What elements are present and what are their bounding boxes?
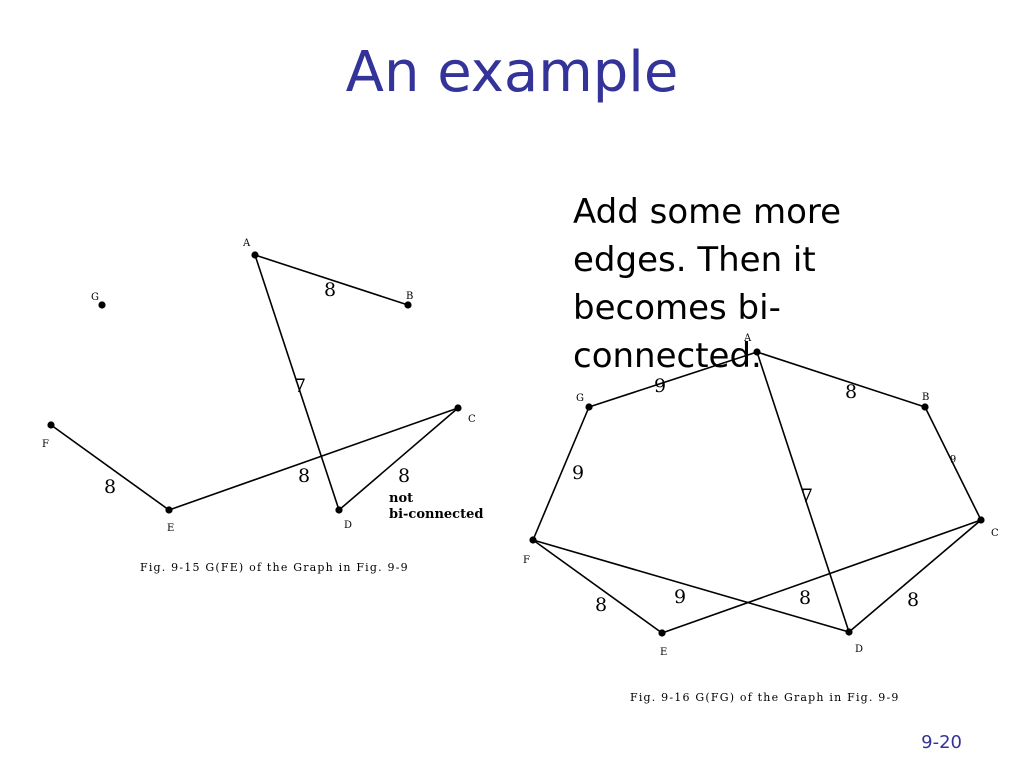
right-edge-f-e <box>532 539 663 634</box>
right-node-c <box>977 516 985 524</box>
right-weight-b-c: 9 <box>950 455 956 466</box>
left-weight-c-d: 8 <box>398 465 410 487</box>
right-node-a <box>753 348 761 356</box>
left-node-f <box>47 421 55 429</box>
right-node-b <box>921 403 929 411</box>
left-nodes: A B G C F E D <box>42 238 476 534</box>
left-note-line1: not <box>389 491 413 506</box>
right-edge-e-c <box>661 519 982 634</box>
left-edge-e-c <box>168 407 459 511</box>
left-node-e <box>165 506 173 514</box>
right-node-label-b: B <box>922 392 929 403</box>
right-edges: 9 8 9 9 7 8 9 8 8 <box>532 351 982 634</box>
right-edge-c-d <box>848 519 982 633</box>
left-node-d <box>335 506 343 514</box>
right-weight-a-d: 7 <box>801 485 813 507</box>
right-weight-g-a: 9 <box>654 375 666 397</box>
right-node-label-d: D <box>855 644 863 655</box>
right-node-d <box>845 628 853 636</box>
figure-left: 8 7 8 8 8 A B G C F E D not bi-connected Fig. 9-15… <box>42 238 483 574</box>
left-node-label-g: G <box>91 292 99 303</box>
slide-description: Add some more edges. Then it becomes bi-… <box>573 192 842 376</box>
left-weight-a-b: 8 <box>324 279 336 301</box>
right-weight-e-c: 8 <box>799 587 811 609</box>
right-nodes: A B G C F E D <box>523 333 999 658</box>
right-caption: Fig. 9-16 G(FG) of the Graph in Fig. 9-9 <box>630 691 900 704</box>
left-node-label-e: E <box>167 523 174 534</box>
left-edge-c-d <box>338 407 459 511</box>
left-edge-a-d <box>254 254 340 511</box>
right-weight-g-f: 9 <box>572 462 584 484</box>
left-note-line2: bi-connected <box>389 507 483 522</box>
right-edge-f-d <box>532 539 850 633</box>
left-edge-a-b <box>254 254 409 306</box>
left-node-label-d: D <box>344 520 352 531</box>
left-weight-a-d: 7 <box>294 375 306 397</box>
right-weight-c-d: 8 <box>907 589 919 611</box>
left-weight-e-c: 8 <box>298 465 310 487</box>
right-edge-b-c <box>924 406 982 521</box>
right-weight-f-e: 8 <box>595 594 607 616</box>
right-edge-a-b <box>756 351 926 408</box>
left-weight-f-e: 8 <box>104 476 116 498</box>
right-node-g <box>585 403 593 411</box>
left-caption: Fig. 9-15 G(FE) of the Graph in Fig. 9-9 <box>140 561 409 574</box>
right-edge-a-d <box>756 351 850 633</box>
right-node-f <box>529 536 537 544</box>
right-edge-g-a <box>588 351 758 408</box>
figure-right: 9 8 9 9 7 8 9 8 8 A B G C F E D Fig. 9-16 G(FG) of the… <box>523 333 999 704</box>
right-weight-a-b: 8 <box>845 381 857 403</box>
left-node-b <box>404 301 412 309</box>
left-edge-f-e <box>50 424 170 511</box>
right-weight-f-d: 9 <box>674 586 686 608</box>
left-node-label-a: A <box>242 238 251 249</box>
right-node-label-f: F <box>523 555 530 566</box>
left-node-label-c: C <box>468 414 476 425</box>
left-node-c <box>454 404 462 412</box>
left-node-a <box>251 251 259 259</box>
slide-title: An example <box>345 40 679 105</box>
right-edge-g-f <box>532 406 590 541</box>
left-node-label-f: F <box>42 439 49 450</box>
right-node-label-c: C <box>991 528 999 539</box>
left-edges: 8 7 8 8 8 <box>50 254 459 511</box>
left-node-label-b: B <box>406 291 413 302</box>
right-node-e <box>658 629 666 637</box>
right-node-label-g: G <box>576 393 584 404</box>
right-node-label-a: A <box>743 333 752 344</box>
right-node-label-e: E <box>660 647 667 658</box>
left-node-g <box>98 301 106 309</box>
slide-page-number: 9-20 <box>921 732 962 753</box>
